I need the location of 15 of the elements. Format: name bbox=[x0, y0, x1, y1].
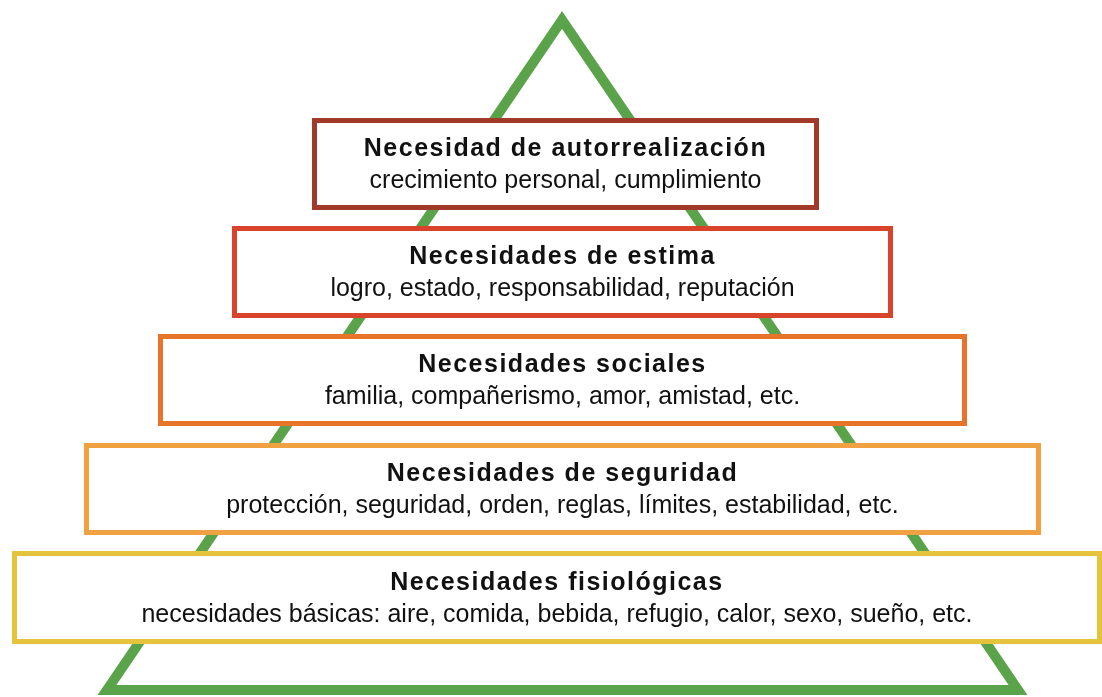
level-box bbox=[158, 334, 967, 426]
level-heading: Necesidades de estima bbox=[409, 240, 716, 272]
level-description: logro, estado, responsabilidad, reputación bbox=[330, 272, 795, 304]
level-heading: Necesidades de seguridad bbox=[386, 457, 739, 489]
level-heading: Necesidades sociales bbox=[418, 348, 707, 380]
level-box bbox=[232, 226, 893, 318]
level-heading: Necesidades fisiológicas bbox=[390, 565, 724, 597]
level-description: crecimiento personal, cumplimiento bbox=[369, 164, 762, 196]
level-description: necesidades básicas: aire, comida, bebida, refugio, calor, sexo, sueño, etc. bbox=[141, 597, 973, 629]
level-heading: Necesidad de autorrealización bbox=[363, 132, 768, 164]
level-box bbox=[312, 118, 819, 210]
level-box bbox=[12, 551, 1102, 644]
level-description: familia, compañerismo, amor, amistad, etc. bbox=[324, 380, 801, 412]
level-box bbox=[84, 443, 1041, 535]
level-description: protección, seguridad, orden, reglas, límites, estabilidad, etc. bbox=[226, 489, 899, 521]
